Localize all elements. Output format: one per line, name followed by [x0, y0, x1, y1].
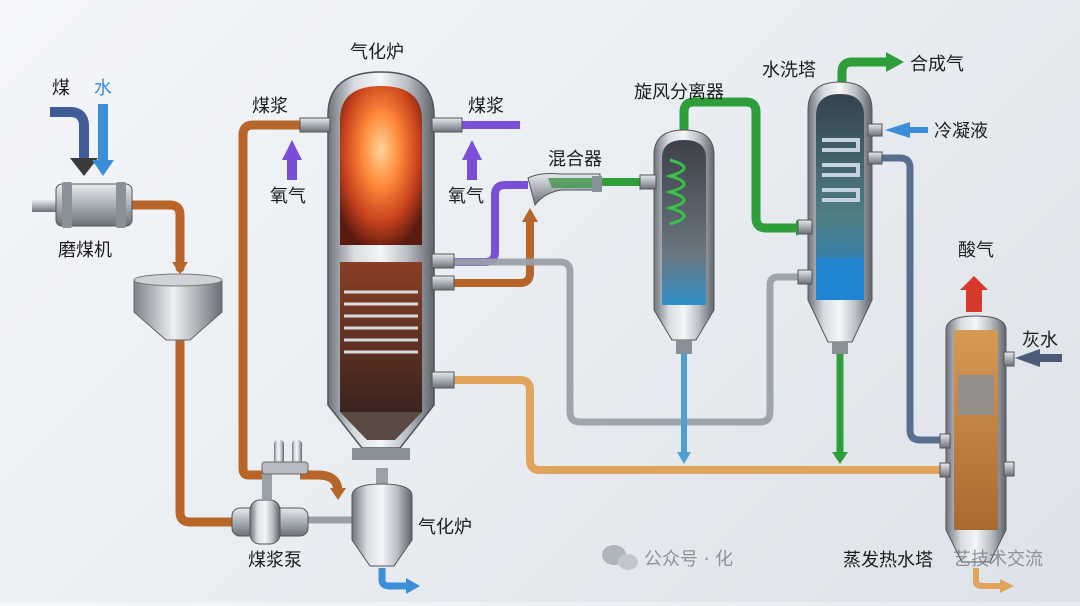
label-condensate: 冷凝液	[934, 121, 988, 142]
orange-pipe-gasifier-evap	[450, 376, 945, 474]
label-syngas: 合成气	[910, 54, 964, 75]
label-acid-gas: 酸气	[958, 240, 994, 261]
water-outlet-bottom-gasifier	[378, 568, 408, 590]
label-gasifier-top: 气化炉	[350, 42, 404, 63]
oxygen-stem-right	[467, 158, 477, 180]
main-gasifier	[299, 71, 463, 460]
grey-pipe-gasifier-cyclone	[450, 258, 808, 426]
label-cyclone: 旋风分离器	[634, 82, 724, 103]
water-arrow	[92, 160, 114, 176]
label-coal: 煤	[52, 78, 70, 99]
slurry-arrow-mixer	[522, 208, 538, 222]
evap-tower	[939, 315, 1015, 563]
coal-grinder	[32, 182, 133, 228]
label-slurry-left: 煤浆	[252, 96, 288, 117]
slurry-pipe-hopper-pump	[175, 340, 238, 527]
condensate-arrow	[885, 122, 928, 138]
acid-gas-arrow	[960, 276, 988, 312]
coal-inlet-pipe	[50, 107, 89, 165]
water-arrow-cyclone-down	[677, 452, 691, 464]
label-slurry-pump: 煤浆泵	[248, 550, 302, 571]
gasifier-flame-chamber	[340, 86, 422, 245]
grinder-drum	[55, 183, 133, 227]
evap-outlet	[973, 568, 1002, 589]
slurry-pump	[231, 440, 309, 545]
bottom-gasifier	[351, 468, 413, 567]
watermark: 公众号 · 化 艺技术交流	[602, 545, 1043, 570]
cyclone-swirl	[664, 158, 686, 226]
watermark-prefix: 公众号 · 化	[644, 549, 733, 570]
oxygen-stem-left	[287, 158, 297, 180]
label-oxygen-left: 氧气	[270, 186, 306, 207]
oxygen-arrow-left	[282, 140, 302, 160]
watermark-suffix: 艺技术交流	[953, 549, 1043, 570]
slurry-arrow-hopper	[172, 262, 188, 274]
label-oxygen-right: 氧气	[448, 186, 484, 207]
slurry-arrow-bottom-gasifier	[330, 488, 346, 500]
label-grey-water: 灰水	[1022, 330, 1058, 351]
labels: 煤 水 磨煤机 煤浆泵 气化炉 气化炉 煤浆 煤浆 氧气 氧气 混合器 旋风分离…	[52, 42, 1058, 571]
label-water: 水	[94, 78, 112, 99]
label-mixer: 混合器	[548, 149, 602, 170]
slurry-hopper	[133, 273, 223, 341]
syngas-pipe	[837, 57, 888, 82]
gasifier-coils	[344, 290, 418, 354]
oxygen-arrow-right	[462, 140, 482, 160]
water-inlet-pipe	[98, 104, 108, 166]
wechat-icon	[602, 545, 638, 570]
scrubber-coils	[822, 138, 860, 202]
slurry-pipe-pump-gasifier	[238, 120, 305, 480]
scrubber-tower	[797, 81, 883, 354]
evap-outlet-arrow	[1000, 579, 1014, 593]
cyclone-separator	[639, 129, 715, 354]
coal-arrow	[70, 158, 98, 176]
label-slurry-right: 煤浆	[468, 96, 504, 117]
coal-water-input	[50, 104, 114, 176]
label-grinder: 磨煤机	[58, 240, 112, 261]
grinder-flange-left	[62, 182, 72, 228]
gas-pipe-cyclone-scrubber	[679, 97, 800, 233]
water-outlet-arrow	[406, 578, 420, 594]
label-scrubber: 水洗塔	[762, 60, 816, 81]
green-arrow-scrubber-down	[832, 452, 848, 464]
grey-water-arrow	[1015, 349, 1062, 367]
label-evap-tower: 蒸发热水塔	[843, 550, 933, 571]
bluegrey-pipe-scrubber-evap	[870, 154, 945, 444]
grinder-flange-right	[116, 182, 126, 228]
mixer	[527, 173, 602, 207]
pipes	[123, 52, 1062, 594]
slurry-pipe-gasifier-mixer	[450, 215, 534, 287]
syngas-arrow	[886, 52, 904, 72]
grinder-shaft	[32, 200, 58, 212]
slurry-pipe-grinder-hopper	[123, 200, 185, 273]
label-gasifier-bottom: 气化炉	[418, 517, 472, 538]
gasifier-lower-chamber	[340, 262, 422, 412]
